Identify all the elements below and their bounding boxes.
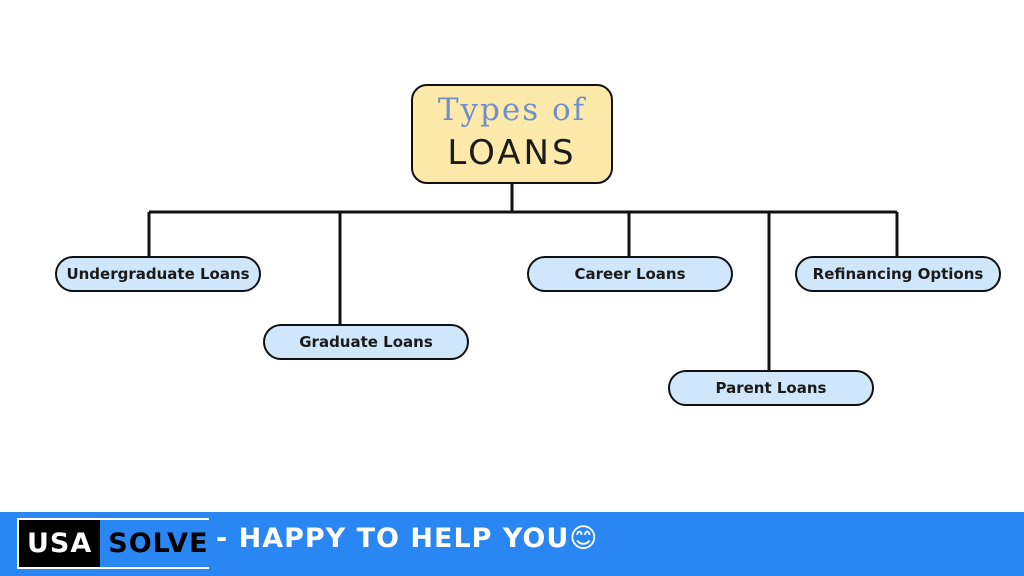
footer-tagline: - HAPPY TO HELP YOU😊 <box>216 523 599 554</box>
node-career-loans: Career Loans <box>527 256 733 292</box>
root-node: Types of LOANS <box>411 84 613 184</box>
node-refinancing-options: Refinancing Options <box>795 256 1001 292</box>
node-undergraduate-loans: Undergraduate Loans <box>55 256 261 292</box>
logo-usa-text: USA <box>27 528 93 559</box>
root-title-line1: Types of <box>437 92 587 128</box>
root-title-line2: LOANS <box>447 133 577 173</box>
logo-solve-text: SOLVE <box>100 520 209 567</box>
usa-solve-logo: USA SOLVE <box>17 518 209 569</box>
node-graduate-loans: Graduate Loans <box>263 324 469 360</box>
node-parent-loans: Parent Loans <box>668 370 874 406</box>
